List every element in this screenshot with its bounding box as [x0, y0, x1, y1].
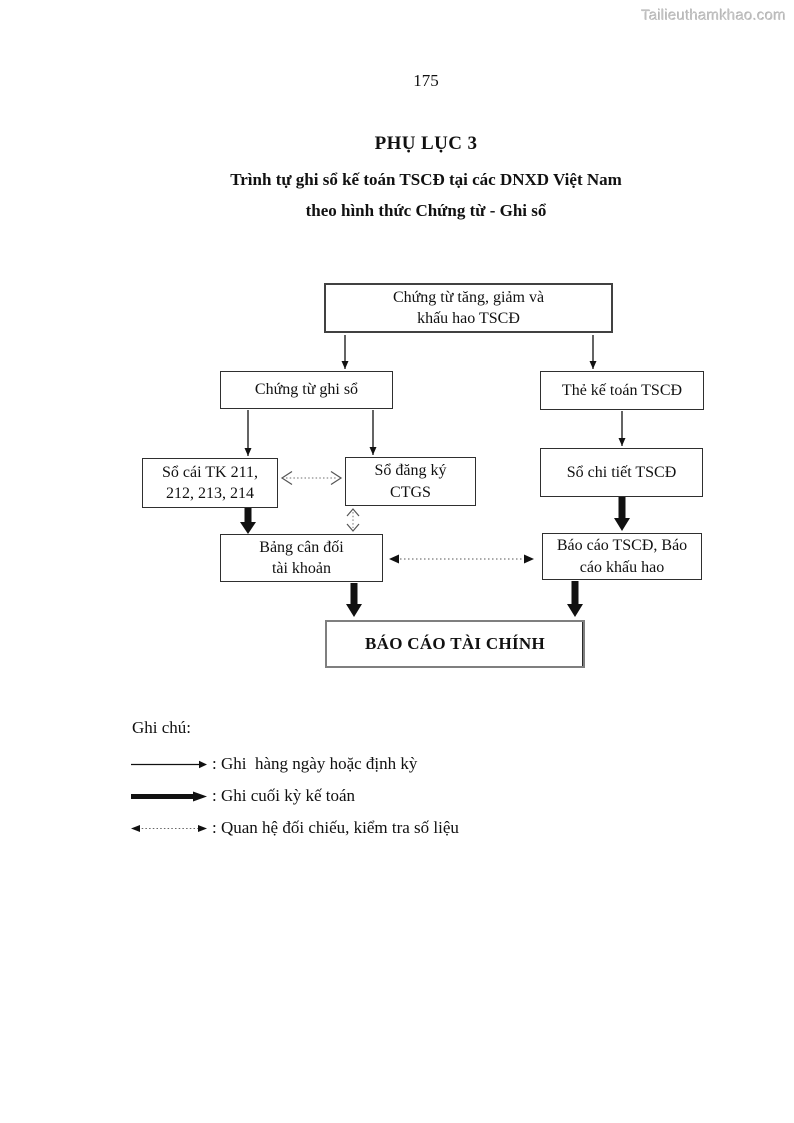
flow-box-the-ke-toan-tscd: Thẻ kế toán TSCĐ: [540, 371, 704, 410]
thick-arrow-baocaotscd-to-bctc: [567, 581, 583, 617]
dotted-arrow-sodangky-bangcandoi: [346, 508, 360, 532]
dotted-arrow-bangcandoi-baocaotscd: [389, 554, 534, 564]
thick-arrow-sochitiet-to-baocaotscd: [614, 497, 630, 531]
dotted-arrow-socai-sodangky: [280, 470, 343, 486]
thick-arrow-icon: [131, 791, 207, 801]
flow-box-chungtu-tang-giam: Chứng từ tăng, giảm và khấu hao TSCĐ: [324, 283, 613, 333]
flow-box-so-cai-tk: Sổ cái TK 211, 212, 213, 214: [142, 458, 278, 508]
dotted-double-arrow-icon: [131, 824, 207, 832]
thin-arrow-icon: [131, 760, 207, 768]
legend-item-daily: : Ghi hàng ngày hoặc định kỳ: [130, 754, 459, 774]
flow-box-bao-cao-tai-chinh: BÁO CÁO TÀI CHÍNH: [325, 620, 585, 668]
legend-label-period-end: : Ghi cuối kỳ kế toán: [212, 786, 356, 805]
page-number: 175: [413, 71, 439, 90]
watermark-text: Tailieuthamkhao.com: [641, 7, 786, 24]
flow-box-so-chi-tiet-tscd: Sổ chi tiết TSCĐ: [540, 448, 703, 497]
legend-item-reconciliation: : Quan hệ đối chiếu, kiểm tra số liệu: [130, 818, 459, 838]
flow-box-so-dang-ky-ctgs: Sổ đăng ký CTGS: [345, 457, 476, 506]
flow-box-bao-cao-tscd: Báo cáo TSCĐ, Báo cáo khấu hao: [542, 533, 702, 580]
legend-label-daily: : Ghi hàng ngày hoặc định kỳ: [212, 754, 418, 773]
thick-arrow-bangcandoi-to-bctc: [346, 583, 362, 617]
flow-box-chungtu-ghi-so: Chứng từ ghi sổ: [220, 371, 393, 409]
diagram-subtitle-line2: theo hình thức Chứng từ - Ghi sổ: [305, 201, 547, 220]
legend-item-period-end: : Ghi cuối kỳ kế toán: [130, 786, 459, 806]
legend-label-reconciliation: : Quan hệ đối chiếu, kiểm tra số liệu: [212, 818, 459, 837]
flow-box-bang-can-doi: Bảng cân đối tài khoản: [220, 534, 383, 582]
legend: Ghi chú: : Ghi hàng ngày hoặc định kỳ : …: [130, 718, 459, 850]
thick-arrow-socai-to-bangcandoi: [240, 508, 256, 534]
appendix-title: PHỤ LỤC 3: [374, 133, 478, 154]
legend-heading: Ghi chú:: [132, 718, 192, 737]
diagram-subtitle-line1: Trình tự ghi sổ kế toán TSCĐ tại các DNX…: [230, 170, 622, 189]
